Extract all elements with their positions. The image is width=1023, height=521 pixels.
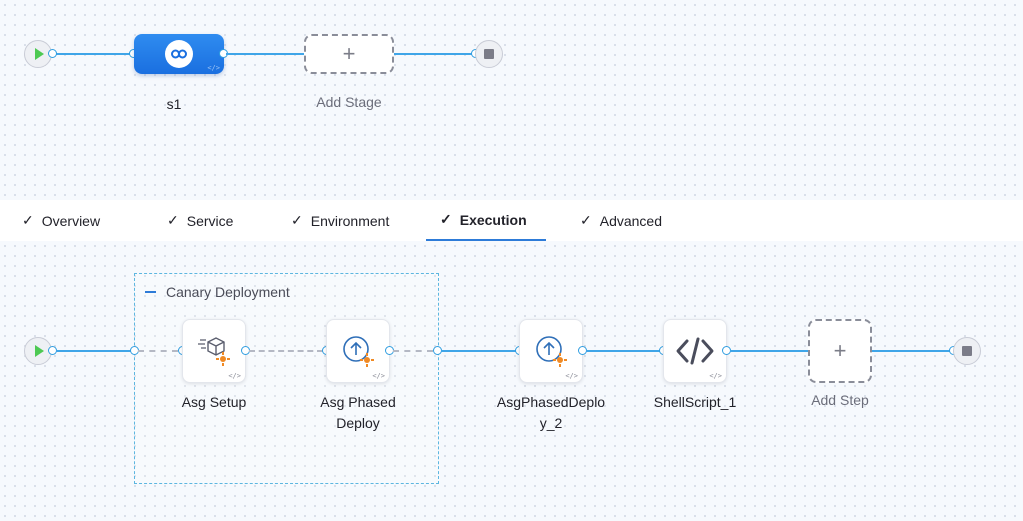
check-icon: ✓ (22, 212, 34, 228)
step-label: ShellScript_1 (653, 394, 737, 410)
add-step-label: Add Step (811, 392, 869, 408)
step-shellscript-1[interactable]: </> (663, 319, 727, 383)
tab-label: Service (186, 212, 234, 229)
stop-icon (962, 346, 972, 356)
stage-tabs: ✓ Overview ✓ Service ✓ Environment ✓ Exe… (0, 200, 1023, 242)
pipeline-end-button (475, 40, 503, 68)
execution-end-button (953, 337, 981, 365)
tab-label: Overview (41, 212, 101, 229)
connector-line (226, 53, 306, 55)
add-stage-button[interactable]: + (304, 34, 394, 74)
connector-line (730, 350, 808, 352)
dashed-connector (138, 350, 178, 352)
deployment-stage-icon (165, 40, 193, 68)
link-port[interactable] (48, 49, 57, 58)
yaml-code-icon: </> (565, 372, 578, 380)
stage-name-label: s1 (166, 96, 182, 112)
dashed-connector (393, 350, 433, 352)
play-icon (35, 345, 44, 357)
check-icon: ✓ (440, 211, 452, 227)
pipeline-canvas: </> s1 + Add Stage (0, 0, 1023, 200)
collapse-icon[interactable] (145, 291, 156, 293)
check-icon: ✓ (167, 212, 179, 228)
add-step-button[interactable]: + (808, 319, 872, 383)
stage-node-s1[interactable]: </> (134, 34, 224, 74)
yaml-code-icon: </> (228, 372, 241, 380)
connector-line (56, 350, 134, 352)
step-asg-phased-deploy[interactable]: </> (326, 319, 390, 383)
asg-phased-deploy-icon (343, 336, 374, 367)
tab-label: Environment (310, 212, 390, 229)
plus-icon: + (833, 338, 847, 363)
tab-label: Execution (459, 211, 527, 228)
play-icon (35, 48, 44, 60)
add-stage-label: Add Stage (316, 94, 382, 110)
tab-overview[interactable]: ✓ Overview (22, 200, 100, 241)
connector-line (872, 350, 952, 352)
connector-line (441, 350, 519, 352)
group-title: Canary Deployment (166, 284, 290, 300)
asg-setup-icon (198, 337, 230, 366)
yaml-code-icon: </> (207, 64, 220, 72)
step-asg-setup[interactable]: </> (182, 319, 246, 383)
dashed-connector (249, 350, 323, 352)
step-label: Asg Phased Deploy (320, 394, 396, 431)
check-icon: ✓ (291, 212, 303, 228)
tab-service[interactable]: ✓ Service (167, 200, 233, 241)
group-header: Canary Deployment (145, 284, 290, 300)
code-icon (676, 337, 714, 365)
connector-line (586, 350, 664, 352)
connector-line (394, 53, 476, 55)
yaml-code-icon: </> (372, 372, 385, 380)
pipeline-start-button[interactable] (24, 40, 52, 68)
tab-execution[interactable]: ✓ Execution (426, 200, 546, 241)
stop-icon (484, 49, 494, 59)
yaml-code-icon: </> (709, 372, 722, 380)
tab-label: Advanced (599, 212, 663, 229)
step-asg-phased-deploy-2[interactable]: </> (519, 319, 583, 383)
step-label: AsgPhasedDeploy_2 (496, 394, 606, 431)
check-icon: ✓ (580, 212, 592, 228)
connector-line (56, 53, 134, 55)
asg-phased-deploy-icon (536, 336, 567, 367)
plus-icon: + (342, 41, 356, 66)
tab-environment[interactable]: ✓ Environment (291, 200, 389, 241)
execution-canvas: Canary Deployment </> Asg Setup </> Asg … (0, 241, 1023, 521)
tab-advanced[interactable]: ✓ Advanced (580, 200, 662, 241)
step-group-canary-deployment[interactable]: Canary Deployment (134, 273, 439, 484)
step-label: Asg Setup (181, 394, 247, 410)
execution-start-button[interactable] (24, 337, 52, 365)
